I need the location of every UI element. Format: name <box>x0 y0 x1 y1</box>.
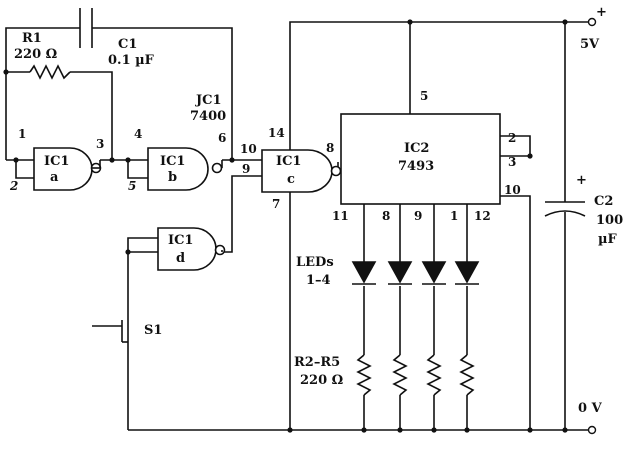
c2-polarity: + <box>576 173 587 188</box>
pin-ic2-3: 3 <box>508 155 516 169</box>
pin-a-1: 1 <box>18 127 26 141</box>
counter-ic2: IC2 7493 5 2 3 10 11 8 9 1 12 <box>332 89 521 223</box>
gate-d-sub: d <box>176 251 185 266</box>
chip-ic1-part: 7400 <box>190 109 226 124</box>
pin-vcc-14: 14 <box>268 126 285 140</box>
c2-name: C2 <box>594 194 613 209</box>
pin-b-5: 5 <box>128 179 136 193</box>
pin-gnd-7: 7 <box>272 197 280 211</box>
supply-0v: 0 V <box>578 401 603 416</box>
resistor-r1: R1 220 Ω <box>14 31 71 80</box>
pin-c-10: 10 <box>240 142 257 156</box>
pin-b-6: 6 <box>218 131 226 145</box>
r1-name: R1 <box>22 31 42 46</box>
gate-c-sub: c <box>287 172 295 187</box>
gate-a-name: IC1 <box>44 154 69 169</box>
nand-gate-d: IC1 d <box>157 227 226 271</box>
led-4 <box>454 261 480 285</box>
resistors-value: 220 Ω <box>300 373 343 388</box>
pin-b-4: 4 <box>134 127 142 141</box>
capacitor-c2: + C2 100 µF <box>544 173 623 247</box>
pin-c-9: 9 <box>242 162 250 176</box>
leds: LEDs 1–4 <box>296 255 480 288</box>
junction-dots <box>3 19 568 433</box>
resistors-name: R2–R5 <box>294 355 340 370</box>
chip-ic1-name: JC1 <box>195 93 222 108</box>
pin-ic2-1: 1 <box>450 209 458 223</box>
gate-c-name: IC1 <box>276 154 301 169</box>
r1-value: 220 Ω <box>14 47 57 62</box>
supply-terminals: + 5V 0 V <box>578 5 607 435</box>
c1-value: 0.1 µF <box>108 53 155 68</box>
gate-a-sub: a <box>50 170 59 185</box>
c2-value: 100 <box>596 213 623 228</box>
gate-d-name: IC1 <box>168 233 193 248</box>
capacitor-c1: C1 0.1 µF <box>79 8 155 68</box>
resistors-r2-r5: R2–R5 220 Ω <box>294 354 475 396</box>
pin-a-3: 3 <box>96 137 104 151</box>
pin-ic2-2: 2 <box>508 131 516 145</box>
leds-range: 1–4 <box>306 273 331 288</box>
terminal-positive <box>587 17 597 27</box>
pin-c-8: 8 <box>326 141 334 155</box>
pin-a-2: 2 <box>9 179 18 193</box>
ic2-part: 7493 <box>398 159 434 174</box>
switch-s1: S1 <box>92 318 162 343</box>
pin-ic2-8: 8 <box>382 209 390 223</box>
s1-label: S1 <box>144 323 162 338</box>
led-1 <box>351 261 377 285</box>
supply-plus: + <box>596 5 607 20</box>
c1-name: C1 <box>118 37 137 52</box>
nand-gate-c: IC1 c 10 9 8 14 7 <box>240 126 342 211</box>
pin-ic2-12: 12 <box>474 209 491 223</box>
gate-b-sub: b <box>168 170 177 185</box>
nand-gate-a: IC1 a 1 2 3 <box>9 127 104 193</box>
supply-5v: 5V <box>580 37 600 52</box>
led-2 <box>387 261 413 285</box>
led-3 <box>421 261 447 285</box>
pin-ic2-11: 11 <box>332 209 349 223</box>
c2-unit: µF <box>598 232 618 247</box>
gate-b-name: IC1 <box>160 154 185 169</box>
terminal-negative <box>587 425 597 435</box>
nand-gate-b: IC1 b 4 5 6 JC1 7400 <box>128 93 226 193</box>
pin-ic2-10: 10 <box>504 183 521 197</box>
wires <box>5 21 590 431</box>
pin-ic2-9: 9 <box>414 209 422 223</box>
leds-name: LEDs <box>296 255 334 270</box>
ic2-name: IC2 <box>404 141 429 156</box>
pin-ic2-5: 5 <box>420 89 428 103</box>
